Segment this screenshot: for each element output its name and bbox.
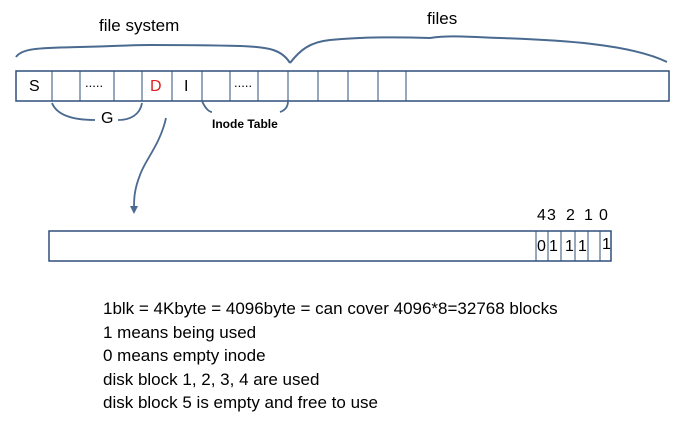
bit-number-3: 3 xyxy=(547,207,556,224)
group-label: G xyxy=(101,110,114,127)
notes-block: 1blk = 4Kbyte = 4096byte = can cover 409… xyxy=(103,297,558,415)
note-line: disk block 1, 2, 3, 4 are used xyxy=(103,369,320,389)
cell-ellipsis-2: ..... xyxy=(234,75,253,90)
cell-inode-bitmap: I xyxy=(184,78,189,95)
bit-value-2: 1 xyxy=(565,238,574,255)
bitmap-arrow xyxy=(133,117,167,209)
inode-table-label: Inode Table xyxy=(212,117,278,131)
note-line: 0 means empty inode xyxy=(103,346,266,365)
note-line: disk block 5 is empty and free to use xyxy=(103,393,378,412)
inode-table-brace xyxy=(201,100,289,113)
bit-value-1: 1 xyxy=(578,238,587,255)
top-block-bar xyxy=(15,70,670,102)
top-bar-dividers xyxy=(51,71,407,101)
bit-value-4: 0 xyxy=(537,238,546,255)
bit-number-0: 0 xyxy=(599,207,608,224)
note-line: 1 means being used xyxy=(103,322,257,342)
files-label: files xyxy=(427,9,458,28)
file-system-label: file system xyxy=(99,16,180,35)
cell-data-bitmap: D xyxy=(150,78,162,95)
file-system-brace xyxy=(15,43,291,64)
files-brace xyxy=(289,35,668,64)
bit-number-2: 2 xyxy=(566,207,575,224)
bitmap-bar xyxy=(48,230,612,262)
note-line: 1blk = 4Kbyte = 4096byte = can cover 409… xyxy=(103,299,558,318)
cell-ellipsis-1: ..... xyxy=(85,75,104,90)
bitmap-dividers xyxy=(535,231,601,261)
arrow-head xyxy=(130,206,138,214)
cell-superblock: S xyxy=(29,78,40,95)
group-brace xyxy=(51,102,143,121)
bit-number-1: 1 xyxy=(584,207,593,224)
bit-value-3: 1 xyxy=(549,238,558,255)
bit-number-4: 4 xyxy=(537,207,546,224)
bit-value-0: 1 xyxy=(602,236,611,253)
